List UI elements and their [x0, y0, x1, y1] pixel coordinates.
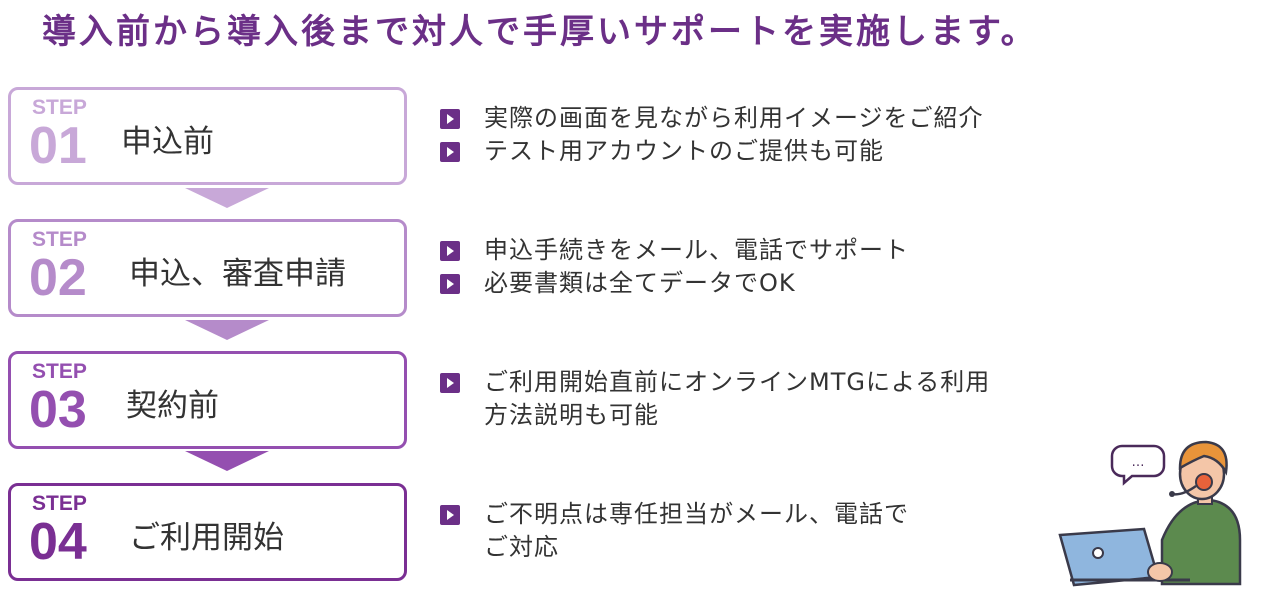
bullet-item-continuation: ご対応	[484, 533, 559, 561]
bullet-play-icon	[440, 505, 460, 525]
bullet-item-continuation: 方法説明も可能	[484, 401, 659, 429]
bullet-play-icon	[440, 373, 460, 393]
bullet-play-icon	[440, 274, 460, 294]
step-number: 01	[29, 117, 87, 175]
flow-arrow-icon	[185, 320, 269, 340]
bullet-item: 実際の画面を見ながら利用イメージをご紹介	[440, 102, 984, 135]
step-name: 申込前	[121, 124, 214, 160]
page-title: 導入前から導入後まで対人で手厚いサポートを実施します。	[42, 12, 1038, 52]
bullet-play-icon	[440, 142, 460, 162]
speech-bubble-icon: …	[1110, 444, 1166, 486]
bullet-play-icon	[440, 109, 460, 129]
step-label: STEP	[32, 228, 87, 251]
step-name: 契約前	[126, 388, 219, 424]
support-operator-headset-laptop-icon: …	[1058, 440, 1242, 587]
bullet-item: テスト用アカウントのご提供も可能	[440, 135, 984, 168]
bullet-item: 必要書類は全てデータでOK	[440, 267, 909, 300]
step-box-03: STEP 03 契約前	[8, 351, 407, 449]
step-04-bullets: ご不明点は専任担当がメール、電話で ご対応	[440, 498, 909, 564]
flow-arrow-icon	[185, 451, 269, 471]
step-number: 03	[29, 381, 87, 439]
step-box-04: STEP 04 ご利用開始	[8, 483, 407, 581]
step-label: STEP	[32, 360, 87, 383]
svg-text:…: …	[1132, 455, 1145, 470]
bullet-item: ご不明点は専任担当がメール、電話で	[440, 498, 909, 531]
step-label: STEP	[32, 96, 87, 119]
step-box-01: STEP 01 申込前	[8, 87, 407, 185]
bullet-item: 申込手続きをメール、電話でサポート	[440, 234, 909, 267]
bullet-play-icon	[440, 241, 460, 261]
step-number: 04	[29, 513, 87, 571]
step-label: STEP	[32, 492, 87, 515]
bullet-item: ご利用開始直前にオンラインMTGによる利用	[440, 366, 990, 399]
step-box-02: STEP 02 申込、審査申請	[8, 219, 407, 317]
step-01-bullets: 実際の画面を見ながら利用イメージをご紹介 テスト用アカウントのご提供も可能	[440, 102, 984, 168]
step-name: ご利用開始	[129, 520, 284, 556]
flow-arrow-icon	[185, 188, 269, 208]
step-number: 02	[29, 249, 87, 307]
step-02-bullets: 申込手続きをメール、電話でサポート 必要書類は全てデータでOK	[440, 234, 909, 300]
step-03-bullets: ご利用開始直前にオンラインMTGによる利用 方法説明も可能	[440, 366, 990, 432]
step-name: 申込、審査申請	[129, 256, 346, 292]
